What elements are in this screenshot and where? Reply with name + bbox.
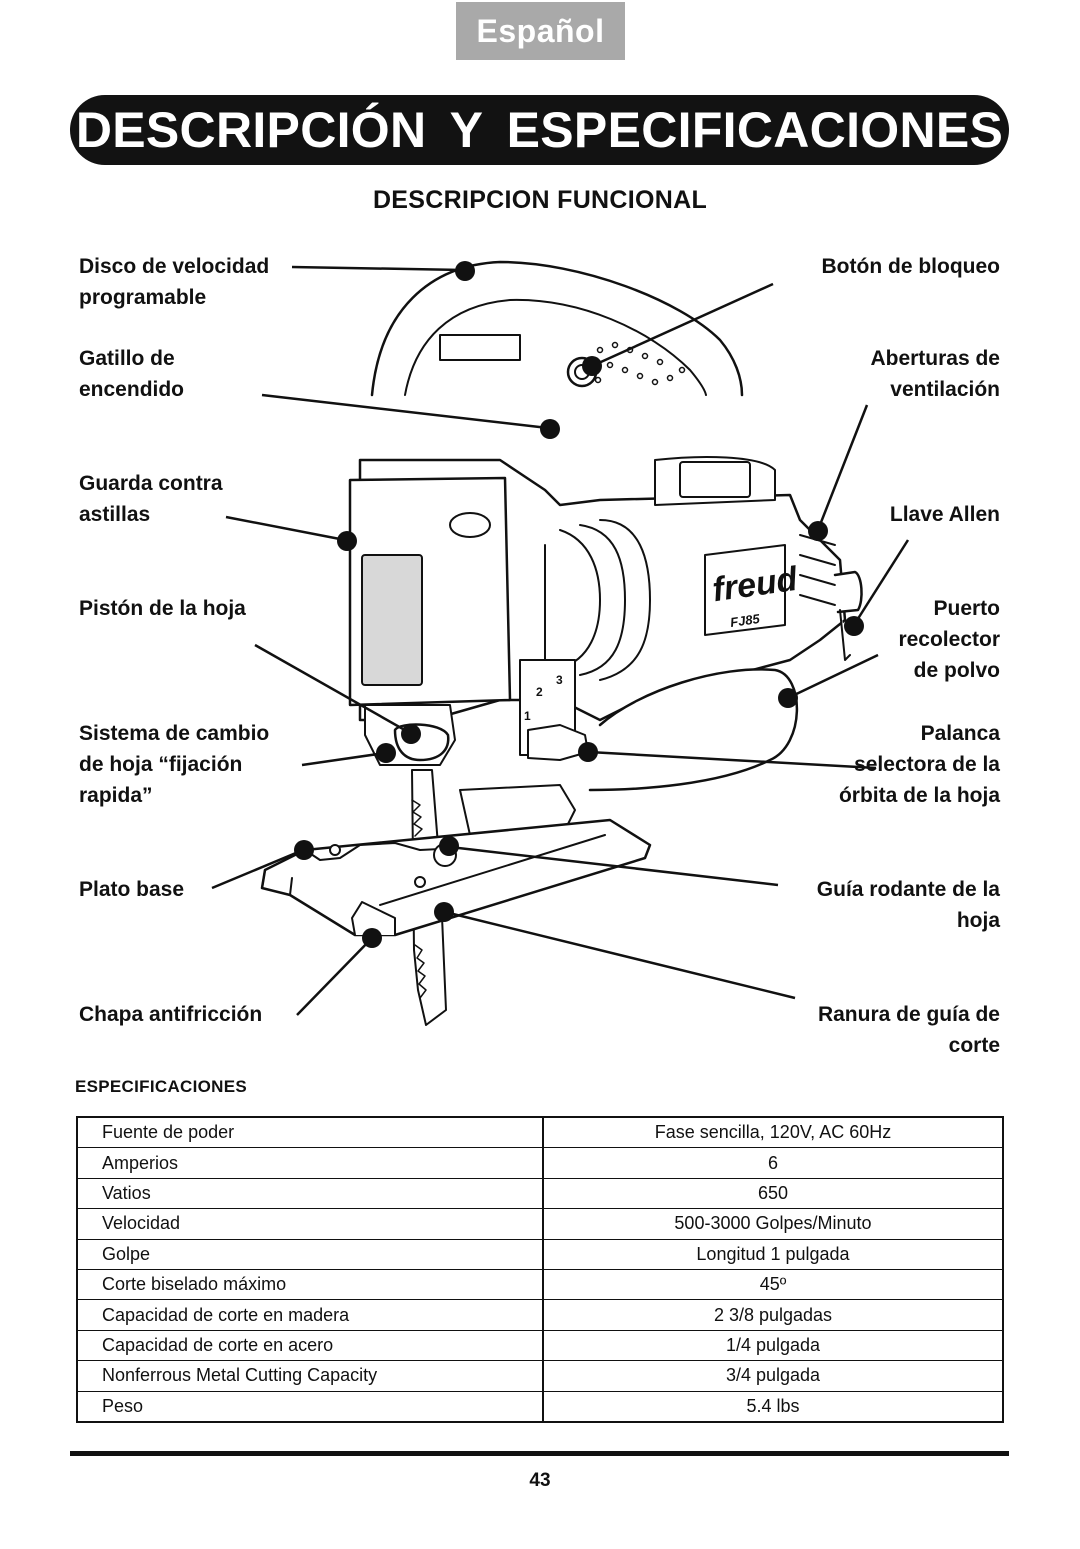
callout-dot: [434, 902, 454, 922]
dust-port: [833, 570, 863, 614]
specifications-title: ESPECIFICACIONES: [75, 1077, 247, 1096]
spec-name: Capacidad de corte en acero: [77, 1330, 544, 1362]
callout-dot: [362, 928, 382, 948]
callout-dot: [376, 743, 396, 763]
spec-value: Longitud 1 pulgada: [543, 1239, 1003, 1270]
vent-holes: [594, 341, 686, 386]
spec-name: Nonferrous Metal Cutting Capacity: [77, 1360, 544, 1392]
spec-value: 45º: [543, 1269, 1003, 1301]
callout-dot: [578, 742, 598, 762]
spec-value: 500-3000 Golpes/Minuto: [543, 1208, 1003, 1240]
label-allen-key: Llave Allen: [889, 503, 1000, 526]
callout-dot: [337, 531, 357, 551]
spec-name: Amperios: [77, 1147, 544, 1179]
spec-name: Fuente de poder: [77, 1117, 544, 1149]
spec-name: Capacidad de corte en madera: [77, 1299, 544, 1331]
spec-value: 2 3/8 pulgadas: [543, 1299, 1003, 1331]
callout-dot: [294, 840, 314, 860]
spec-name: Velocidad: [77, 1208, 544, 1240]
label-anti-friction-plate: Chapa antifricción: [79, 1003, 263, 1026]
callout-dot: [778, 688, 798, 708]
page-number: 43: [529, 1470, 551, 1491]
callout-dot: [540, 419, 560, 439]
dial-number-2: 2: [536, 685, 543, 699]
label-blade-piston: Pistón de la hoja: [79, 597, 246, 620]
callout-dot: [808, 521, 828, 541]
spec-value: 5.4 lbs: [543, 1391, 1003, 1423]
callout-dot: [844, 616, 864, 636]
spec-value: Fase sencilla, 120V, AC 60Hz: [543, 1117, 1003, 1149]
callout-dot: [401, 724, 421, 744]
footer-divider: [70, 1451, 1009, 1456]
jigsaw-diagram: freud FJ85 1 2 3: [211, 260, 910, 1026]
spec-value: 1/4 pulgada: [543, 1330, 1003, 1362]
spec-name: Corte biselado máximo: [77, 1269, 544, 1301]
callout-dot: [439, 836, 459, 856]
logo-plate: [704, 544, 786, 636]
page-title: DESCRIPCIÓN Y ESPECIFICACIONES: [70, 95, 1009, 165]
spec-name: Peso: [77, 1391, 544, 1423]
base-plate: [260, 818, 652, 937]
label-lock-button: Botón de bloqueo: [821, 255, 1000, 278]
callout-dot: [582, 356, 602, 376]
model-badge: FJ85: [729, 611, 761, 630]
dial-number-1: 1: [524, 709, 531, 723]
spec-name: Vatios: [77, 1178, 544, 1210]
spec-name: Golpe: [77, 1239, 544, 1270]
section-title: DESCRIPCION FUNCIONAL: [372, 186, 708, 214]
callout-dot: [455, 261, 475, 281]
spec-value: 3/4 pulgada: [543, 1360, 1003, 1392]
spec-value: 650: [543, 1178, 1003, 1210]
language-tab: Español: [456, 2, 625, 60]
label-base-plate: Plato base: [79, 878, 185, 901]
spec-value: 6: [543, 1147, 1003, 1179]
handle-inner: [404, 298, 707, 396]
dial-number-3: 3: [556, 673, 563, 687]
